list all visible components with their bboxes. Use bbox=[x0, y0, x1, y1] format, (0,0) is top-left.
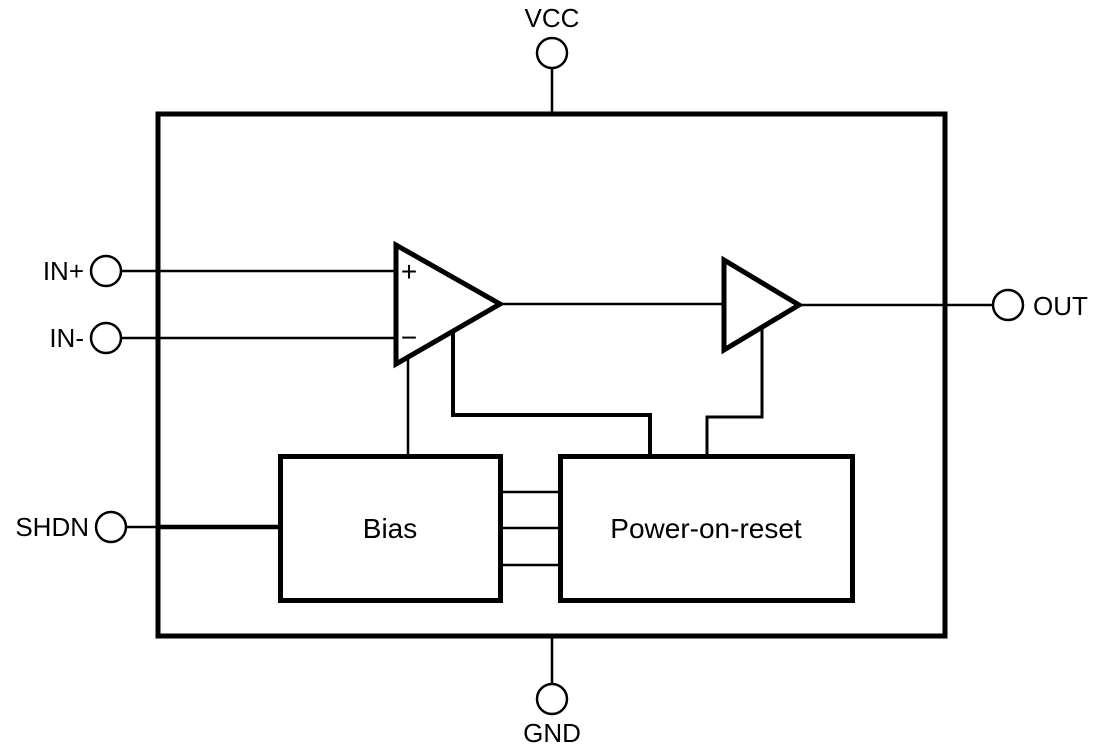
comparator-symbol-icon bbox=[393, 240, 506, 369]
buffer-to-por-wire bbox=[705, 327, 764, 456]
buffer-symbol-icon bbox=[721, 255, 804, 355]
out-pin-terminal-icon bbox=[991, 288, 1025, 322]
vcc-pin-label: VCC bbox=[525, 3, 580, 33]
comparator-to-por-wire bbox=[451, 331, 652, 456]
shdn-pin-terminal-icon bbox=[94, 510, 128, 544]
bias-block-label: Bias bbox=[363, 513, 417, 544]
power-on-reset-block bbox=[558, 454, 855, 603]
shdn-pin-label: SHDN bbox=[15, 512, 89, 542]
vcc-pin-terminal-icon bbox=[535, 36, 569, 70]
power-on-reset-block-label: Power-on-reset bbox=[610, 513, 802, 544]
in-plus-pin-terminal-icon bbox=[89, 254, 123, 288]
bias-block bbox=[278, 454, 503, 603]
in-minus-pin-terminal-icon bbox=[89, 321, 123, 355]
gnd-pin-terminal-icon bbox=[535, 682, 569, 716]
comparator-plus-sign: + bbox=[401, 256, 417, 287]
gnd-pin-label: GND bbox=[523, 718, 581, 748]
in-minus-pin-label: IN- bbox=[49, 323, 84, 353]
in-plus-pin-label: IN+ bbox=[43, 256, 84, 286]
comparator-minus-sign: − bbox=[401, 322, 417, 353]
out-pin-label: OUT bbox=[1033, 291, 1088, 321]
